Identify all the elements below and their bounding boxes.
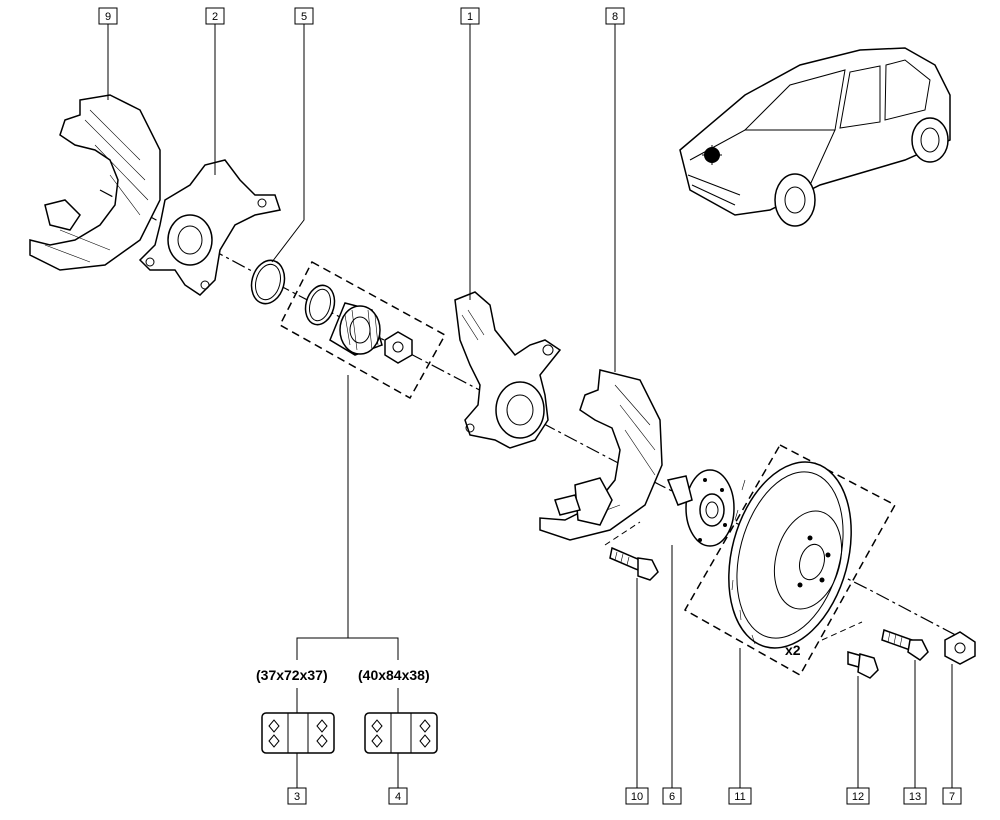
part-10-bolt [609,546,659,581]
callout-8: 8 [605,7,625,25]
bearing-kit-leader [296,375,399,660]
callout-12: 12 [846,787,870,805]
bearing-size-3: (37x72x37) [256,667,328,683]
svg-text:10: 10 [631,791,643,803]
callout-10: 10 [625,787,649,805]
bearing-kit-box [279,260,447,400]
svg-text:13: 13 [909,791,921,803]
part-11-brake-disc [728,461,852,649]
bearing-kit-parts [304,284,413,364]
svg-text:4: 4 [395,791,401,803]
part-7-nut [944,631,976,665]
callout-7: 7 [942,787,962,805]
dash-link-12 [821,621,863,641]
svg-text:6: 6 [669,791,675,803]
svg-text:2: 2 [212,11,218,23]
svg-text:1: 1 [467,11,473,23]
callout-2: 2 [205,7,225,25]
svg-text:7: 7 [949,791,955,803]
callout-5: 5 [294,7,314,25]
part-4-bearing-detail [364,712,438,754]
svg-text:5: 5 [301,11,307,23]
part-1-stub-axle-carrier [454,291,562,449]
svg-text:9: 9 [105,11,111,23]
svg-text:8: 8 [612,11,618,23]
part-2-stub-axle-carrier [138,159,281,296]
callout-11: 11 [728,787,752,805]
part-9-backing-plate [29,94,161,271]
callout-4: 4 [388,787,408,805]
callout-1: 1 [460,7,480,25]
svg-text:3: 3 [294,791,300,803]
callout-3: 3 [287,787,307,805]
disc-kit-box [683,444,897,677]
dash-link-10 [604,521,641,546]
part-3-bearing-detail [261,712,335,754]
callout-6: 6 [662,787,682,805]
svg-text:12: 12 [852,791,864,803]
svg-text:11: 11 [734,791,745,803]
leader-lines [107,24,953,788]
callout-9: 9 [98,7,118,25]
car-illustration [679,47,951,227]
part-12-bolt [847,651,879,679]
bearing-size-4: (40x84x38) [358,667,430,683]
disc-quantity-label: x2 [785,642,801,658]
callout-13: 13 [903,787,927,805]
part-5-circlip [250,259,286,305]
part-6-hub [666,469,735,547]
part-8-backing-plate [539,369,663,541]
part-13-bolt [881,629,929,661]
assembly-axis [99,189,966,641]
